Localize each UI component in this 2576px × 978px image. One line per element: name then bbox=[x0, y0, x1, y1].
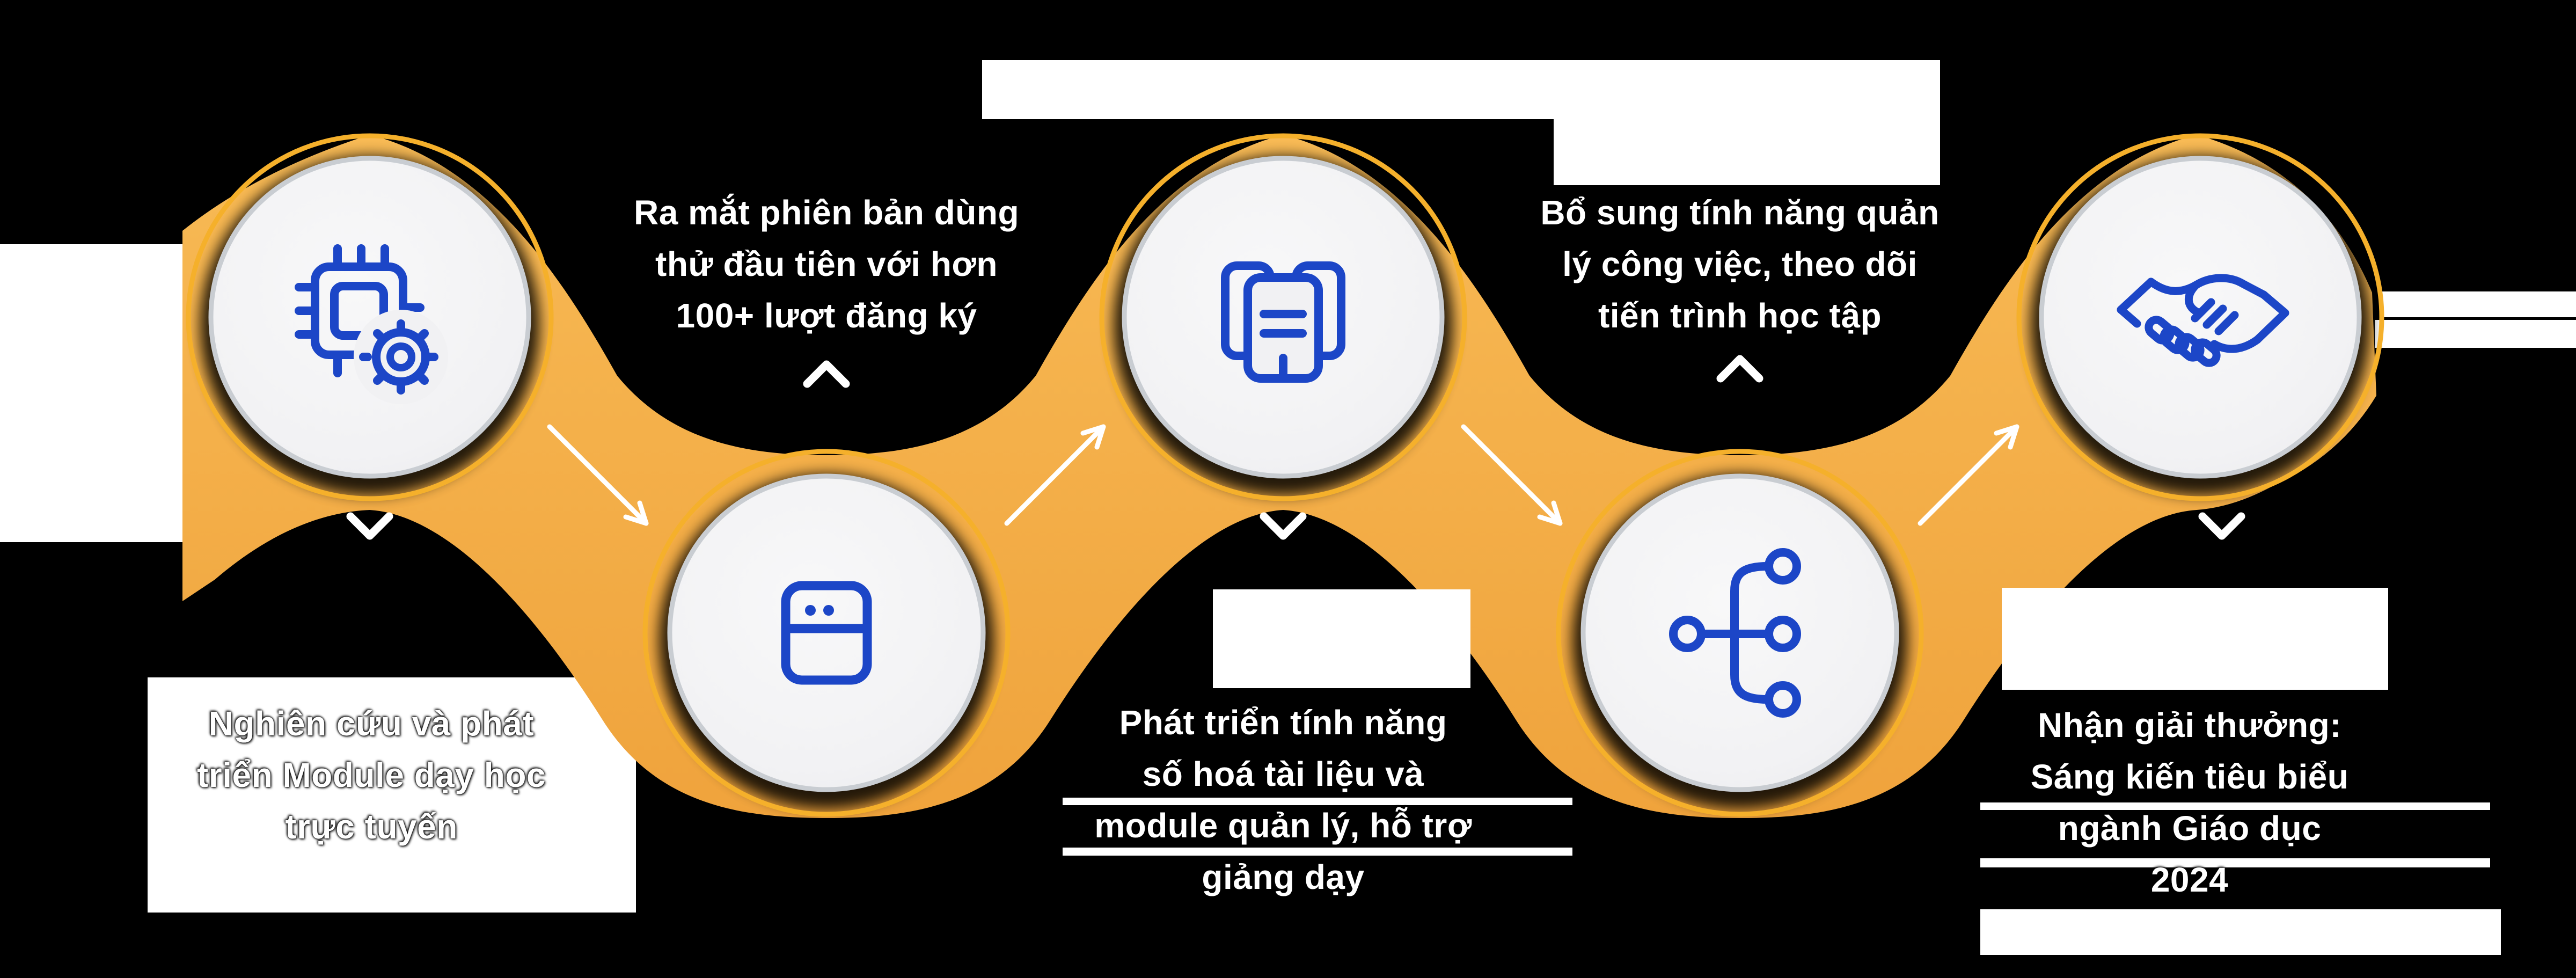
chevron-down-icon bbox=[346, 512, 393, 540]
caption-line: Phát triển tính năng bbox=[1119, 703, 1447, 742]
documents-icon bbox=[1221, 261, 1345, 383]
background-patch bbox=[148, 677, 636, 913]
background-patch bbox=[1213, 589, 1470, 688]
caption-line: giảng dạy bbox=[1202, 858, 1365, 896]
chip-gear-icon bbox=[295, 244, 448, 404]
background-patch-group bbox=[1213, 291, 2576, 690]
handshake-icon bbox=[2117, 274, 2289, 367]
flow-arrow-up-right bbox=[1918, 424, 2019, 526]
milestone-caption-1: Nghiên cứu và phát triển Module dạy học … bbox=[103, 698, 640, 852]
caption-line: triển Module dạy học bbox=[196, 756, 546, 794]
caption-line: tiến trình học tập bbox=[1598, 296, 1882, 335]
caption-line: ngành Giáo dục bbox=[2058, 809, 2322, 848]
background-patch bbox=[2380, 291, 2576, 317]
background-patch bbox=[1063, 848, 1572, 856]
caption-line: Nhận giải thưởng: bbox=[2037, 706, 2342, 745]
milestone-caption-5: Nhận giải thưởng: Sáng kiến tiêu biểu ng… bbox=[1921, 699, 2458, 906]
chevron-down-icon bbox=[2198, 512, 2245, 540]
background-patch bbox=[2375, 320, 2576, 348]
caption-line: 2024 bbox=[2150, 860, 2229, 899]
connector-chevrons bbox=[346, 355, 2245, 540]
background-patch bbox=[2002, 588, 2388, 690]
background-patch bbox=[1980, 909, 2501, 955]
ribbon-edge-rings bbox=[186, 133, 2384, 817]
flow-arrows bbox=[547, 424, 2019, 526]
chevron-up-icon bbox=[803, 360, 850, 388]
background-patch bbox=[0, 244, 182, 542]
caption-line: 100+ lượt đăng ký bbox=[676, 296, 977, 335]
flow-arrow-down-right bbox=[1461, 424, 1563, 526]
caption-line: Nghiên cứu và phát bbox=[208, 704, 535, 743]
flow-tree-icon bbox=[1669, 548, 1801, 718]
browser-window-icon bbox=[781, 581, 872, 685]
chevron-up-icon bbox=[1716, 355, 1763, 383]
caption-line: thử đầu tiên với hơn bbox=[655, 245, 998, 283]
background-patch bbox=[1554, 60, 1940, 185]
caption-line: trực tuyến bbox=[285, 807, 458, 846]
caption-line: lý công việc, theo dõi bbox=[1562, 245, 1918, 283]
background-patch bbox=[1980, 858, 2490, 867]
chevron-down-icon bbox=[1260, 512, 1307, 540]
caption-line: module quản lý, hỗ trợ bbox=[1094, 806, 1472, 845]
caption-line: Bổ sung tính năng quản bbox=[1540, 193, 1940, 232]
milestone-node-1 bbox=[208, 156, 531, 479]
caption-line: Ra mắt phiên bản dùng bbox=[633, 193, 1020, 232]
caption-line: Sáng kiến tiêu biểu bbox=[2030, 757, 2349, 796]
flow-arrow-down-right bbox=[547, 424, 649, 526]
milestone-caption-3: Phát triển tính năng số hoá tài liệu và … bbox=[1015, 697, 1552, 903]
icons bbox=[295, 244, 2289, 718]
milestone-caption-2: Ra mắt phiên bản dùng thử đầu tiên với h… bbox=[558, 187, 1095, 341]
background-patch bbox=[982, 60, 1554, 119]
flow-arrow-up-right bbox=[1004, 424, 1106, 526]
milestone-caption-4: Bổ sung tính năng quản lý công việc, the… bbox=[1472, 187, 2008, 341]
background-patch bbox=[1063, 798, 1572, 805]
background-patch bbox=[1980, 802, 2490, 810]
caption-line: số hoá tài liệu và bbox=[1142, 755, 1424, 793]
